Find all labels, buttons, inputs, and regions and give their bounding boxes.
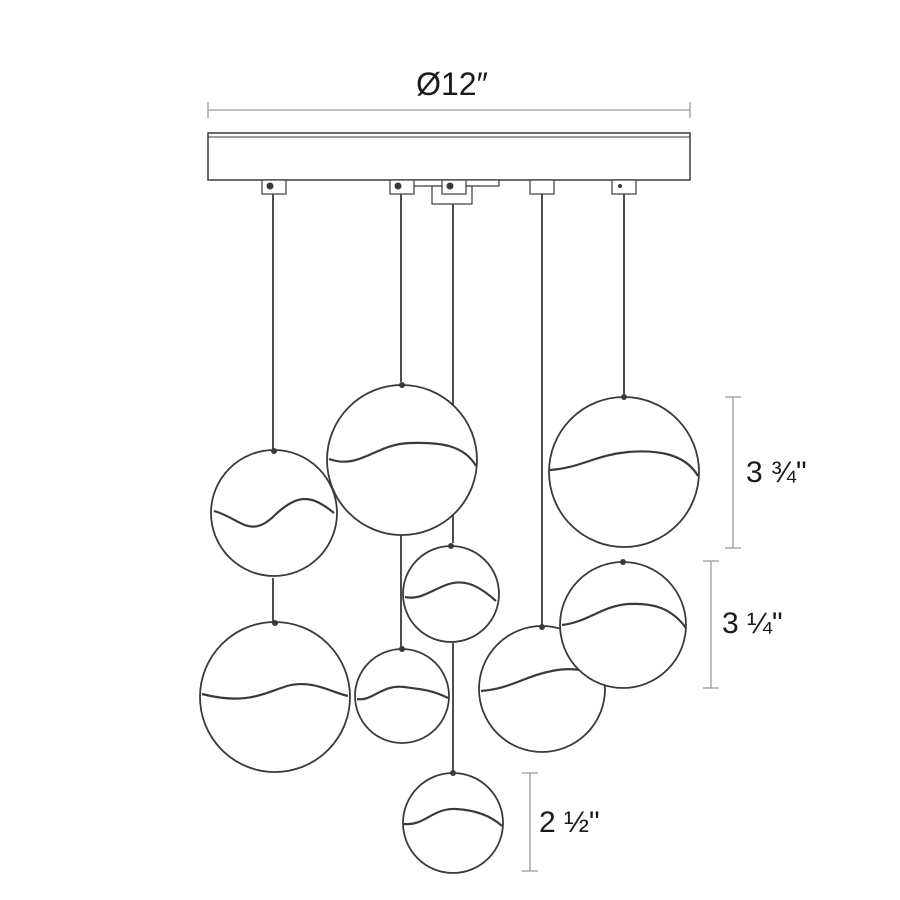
globe-center-lower-left (354, 646, 450, 744)
cable-port-1 (261, 179, 287, 195)
globe-center-middle (402, 543, 500, 643)
globe-center-upper (326, 382, 478, 536)
cable-port-2 (389, 179, 415, 195)
cable-port-3 (441, 179, 467, 195)
width-dimension-label: Ø12″ (416, 66, 488, 102)
small-globe-dimension-label: 2 ½" (539, 806, 600, 839)
globes (199, 382, 700, 874)
large-globe-dimension (725, 396, 741, 549)
globe-left-lower (199, 620, 351, 773)
large-globe-dimension-label: 3 ¾" (746, 456, 807, 489)
pendant-cables (272, 194, 625, 773)
small-globe-dimension (522, 772, 538, 872)
canopy-plate (207, 132, 691, 181)
cable-port-4 (529, 179, 555, 195)
medium-globe-dimension-label: 3 ¼" (722, 607, 783, 640)
globe-right-lower (559, 559, 687, 689)
width-dimension: Ø12″ (207, 66, 691, 118)
medium-globe-dimension (703, 560, 719, 689)
globe-right-upper (548, 394, 700, 548)
globe-bottom-center (402, 770, 504, 874)
cable-ports (261, 179, 637, 195)
globe-left-upper (210, 448, 338, 577)
cable-port-5 (611, 179, 637, 195)
